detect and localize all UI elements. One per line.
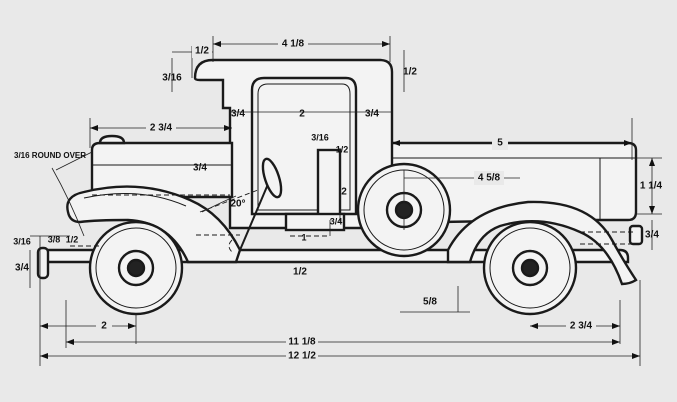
dim-roof-thickness: 3/16 (162, 73, 182, 84)
dim-wheelbase: 11 1/8 (288, 337, 316, 348)
cab-window-inner-line (257, 83, 351, 211)
dim-pillar-rear: 3/4 (365, 109, 379, 120)
dim-seat-height: 2 (341, 187, 347, 198)
dim-roof-right: 1/2 (403, 67, 417, 78)
dim-post-width: 1/2 (336, 144, 349, 154)
dim-post-gap: 3/16 (311, 132, 329, 142)
dim-bumper-height: 3/4 (15, 263, 29, 274)
front-fender-line (83, 193, 187, 207)
dim-axle-height: 5/8 (423, 297, 437, 308)
dim-overall-length: 12 1/2 (288, 351, 316, 362)
dim-hood-height: 3/4 (193, 163, 207, 174)
truck-seat-back (316, 148, 342, 222)
dim-front-offset-b: 3/8 (48, 234, 61, 244)
note-round-over: 3/16 ROUND OVER (14, 151, 86, 160)
dim-wheel-offset: 4 5/8 (478, 173, 501, 184)
dim-seat-thickness: 3/4 (330, 216, 343, 226)
hidden-lines (70, 189, 636, 253)
dim-pillar-front: 3/4 (231, 109, 245, 120)
rear-bumper (628, 224, 644, 246)
dim-front-offset-c: 1/2 (66, 234, 79, 244)
dimension-arrows (40, 41, 655, 359)
dim-hood-length: 2 3/4 (150, 123, 173, 134)
dim-bed-length: 5 (497, 138, 503, 149)
dim-chassis-center: 1/2 (293, 267, 307, 278)
truck-hood (90, 141, 234, 199)
dim-bed-height: 1 1/4 (640, 181, 663, 192)
dim-fender-angle: 20° (230, 199, 245, 210)
dim-front-offset-a: 3/16 (13, 236, 31, 246)
rear-fender (446, 200, 638, 286)
dim-top-half: 1/2 (195, 46, 209, 57)
truck-seat-base (284, 212, 346, 232)
rear-wheel (482, 220, 578, 316)
steering-wheel (261, 157, 283, 199)
dim-door-opening: 2 (299, 109, 305, 120)
dim-rear-wheel-pos: 2 3/4 (570, 321, 593, 332)
radiator-cap (98, 134, 126, 145)
dim-rear-bumper: 3/4 (645, 230, 659, 241)
dim-seat-span: 1 (301, 232, 306, 242)
front-wheel (88, 220, 184, 316)
dim-front-wheel-pos: 2 (101, 321, 107, 332)
dim-cab-width: 4 1/8 (282, 39, 305, 50)
headlight (36, 246, 50, 280)
